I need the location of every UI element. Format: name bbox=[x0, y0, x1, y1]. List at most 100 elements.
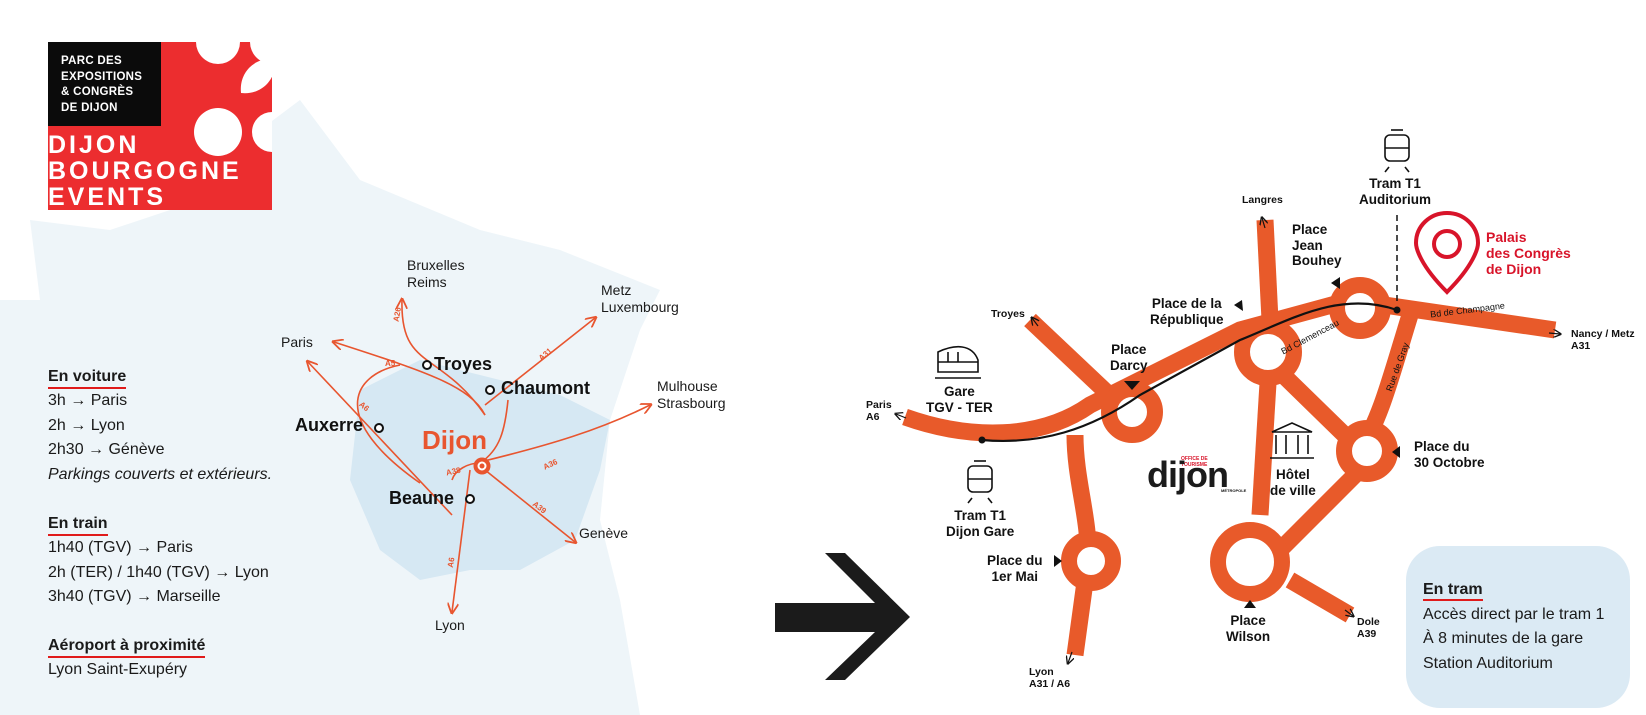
tram-info-box: En tram Accès direct par le tram 1 À 8 m… bbox=[1406, 546, 1630, 708]
label-line: République bbox=[1150, 311, 1224, 327]
car-section: En voiture 3h → Paris 2h → Lyon 2h30 → G… bbox=[48, 368, 272, 487]
label-line: 1er Mai bbox=[991, 568, 1039, 584]
brand-logo: PARC DES EXPOSITIONS & CONGRÈS DE DIJON … bbox=[48, 42, 272, 210]
label-line: Place bbox=[1230, 613, 1266, 628]
route-a6-paris bbox=[308, 362, 453, 516]
label-palais: Palais des Congrès de Dijon bbox=[1486, 229, 1571, 277]
logo-big-line: DIJON bbox=[48, 131, 140, 159]
tram-icon-gare bbox=[967, 460, 993, 504]
route-a6-lyon bbox=[452, 469, 471, 612]
arrow-right-icon bbox=[775, 553, 910, 680]
label-line: Place bbox=[1111, 342, 1147, 357]
car-line: Parkings couverts et extérieurs. bbox=[48, 465, 273, 483]
road-a5: A5 bbox=[385, 359, 396, 368]
label-line: Wilson bbox=[1226, 628, 1271, 644]
logo-pattern bbox=[194, 42, 272, 156]
route-a6-loop bbox=[356, 364, 421, 484]
label-paris-a6: Paris A6 bbox=[866, 399, 892, 423]
label-place-republique: Place de la République bbox=[1150, 296, 1224, 327]
train-icon-gare bbox=[935, 345, 981, 379]
route-a36 bbox=[479, 405, 650, 463]
tram-icon-auditorium bbox=[1384, 129, 1410, 173]
label-gare: Gare TGV - TER bbox=[926, 384, 993, 415]
tram-line: À 8 minutes de la gare bbox=[1423, 630, 1584, 647]
beaune-dot bbox=[465, 494, 475, 504]
train-title: En train bbox=[48, 515, 108, 536]
train-line: 2h (TER) / 1h40 (TGV) → Lyon bbox=[48, 563, 269, 581]
train-section: En train 1h40 (TGV) → Paris 2h (TER) / 1… bbox=[48, 515, 269, 610]
label-nancy: Nancy / Metz A31 bbox=[1571, 328, 1635, 352]
label-line: Place du bbox=[987, 553, 1043, 568]
car-line: 2h30 → Génève bbox=[48, 441, 165, 458]
roundabout-wilson bbox=[1210, 522, 1290, 602]
tram-line bbox=[981, 302, 1398, 443]
logo-big-line: BOURGOGNE bbox=[48, 157, 242, 185]
label-beaune: Beaune bbox=[389, 488, 455, 508]
airport-section: Aéroport à proximité Lyon Saint-Exupéry bbox=[48, 637, 206, 683]
label-hotel-ville: Hôtel de ville bbox=[1270, 467, 1316, 498]
label-line: de Dijon bbox=[1486, 261, 1542, 277]
label-line: Paris bbox=[866, 399, 892, 411]
label-strasbourg: Strasbourg bbox=[657, 395, 726, 411]
label-line: Dijon Gare bbox=[946, 523, 1015, 539]
label-troyes-city: Troyes bbox=[991, 308, 1025, 320]
route-a5-paris bbox=[334, 342, 486, 416]
troyes-dot bbox=[422, 360, 432, 370]
logo-small-line: PARC DES bbox=[61, 55, 122, 67]
train-line: 1h40 (TGV) → Paris bbox=[48, 539, 193, 556]
auxerre-dot bbox=[374, 423, 384, 433]
label-langres: Langres bbox=[1242, 194, 1283, 206]
route-a39 bbox=[479, 465, 575, 542]
label-line: Tram T1 bbox=[1369, 176, 1421, 191]
label-reims: Reims bbox=[407, 274, 447, 290]
roundabout-bouhey bbox=[1329, 277, 1391, 339]
label-line: Gare bbox=[943, 384, 975, 399]
label-place-darcy: Place Darcy bbox=[1110, 342, 1148, 373]
label-troyes: Troyes bbox=[434, 354, 493, 374]
label-mulhouse: Mulhouse bbox=[657, 378, 718, 394]
label-line: Nancy / Metz bbox=[1571, 328, 1635, 340]
label-place-jean-bouhey: Place Jean Bouhey bbox=[1292, 222, 1342, 269]
label-lyon: Lyon bbox=[435, 617, 465, 633]
label-dole: Dole A39 bbox=[1357, 616, 1380, 640]
label-line: Palais bbox=[1486, 229, 1527, 245]
logo-big-line: EVENTS bbox=[48, 183, 167, 210]
label-line: Jean bbox=[1292, 237, 1323, 253]
label-line: Place de la bbox=[1151, 296, 1222, 311]
label-place-wilson: Place Wilson bbox=[1226, 613, 1270, 644]
label-paris: Paris bbox=[281, 334, 313, 350]
label-auxerre: Auxerre bbox=[295, 415, 364, 435]
label-place-30-octobre: Place du 30 Octobre bbox=[1414, 439, 1485, 470]
palais-pin-icon bbox=[1413, 210, 1481, 295]
label-line: Dole bbox=[1357, 616, 1380, 628]
car-line: 2h → Lyon bbox=[48, 416, 125, 434]
label-line: A39 bbox=[1357, 628, 1377, 640]
label-tram-gare: Tram T1 Dijon Gare bbox=[946, 508, 1014, 539]
logo-small-line: EXPOSITIONS bbox=[61, 70, 143, 83]
logo-small-line: DE DIJON bbox=[61, 101, 118, 114]
label-metz: Metz bbox=[601, 282, 632, 298]
label-line: Auditorium bbox=[1359, 191, 1431, 207]
label-line: Place du bbox=[1414, 439, 1470, 454]
airport-title: Aéroport à proximité bbox=[48, 637, 206, 658]
route-a31-metz bbox=[484, 318, 595, 406]
label-line: Lyon bbox=[1029, 666, 1054, 678]
label-line: A31 / A6 bbox=[1029, 678, 1071, 690]
label-line: Tram T1 bbox=[954, 508, 1007, 523]
car-title: En voiture bbox=[48, 368, 127, 389]
route-a26 bbox=[402, 300, 486, 416]
label-line: de ville bbox=[1270, 482, 1316, 498]
office-tourisme-name: dijon bbox=[1147, 454, 1229, 495]
label-lyon-a31: Lyon A31 / A6 bbox=[1029, 666, 1070, 690]
label-place-1er-mai: Place du 1er Mai bbox=[987, 553, 1043, 584]
logo-black-block: PARC DES EXPOSITIONS & CONGRÈS DE DIJON bbox=[48, 42, 161, 126]
label-line: des Congrès bbox=[1486, 245, 1571, 261]
label-line: Place bbox=[1292, 222, 1328, 237]
roundabout-1er-mai bbox=[1061, 531, 1121, 591]
label-bruxelles: Bruxelles bbox=[407, 257, 465, 273]
label-line: Hôtel bbox=[1276, 467, 1310, 482]
office-tourisme-small: OFFICE DE TOURISME bbox=[1181, 456, 1208, 468]
label-line: TGV - TER bbox=[926, 399, 993, 415]
label-line: A6 bbox=[866, 411, 880, 423]
